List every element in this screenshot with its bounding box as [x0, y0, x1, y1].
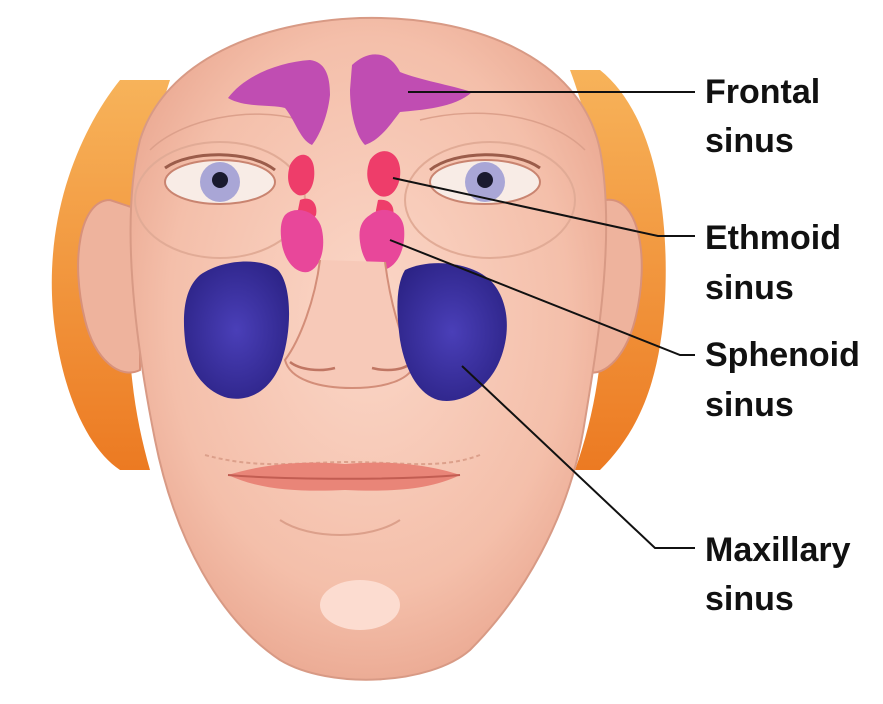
frontal-label-line2: sinus [705, 122, 794, 160]
chin-highlight [320, 580, 400, 630]
ethmoid-label-line2: sinus [705, 269, 794, 307]
ethmoid-label-line1: Ethmoid [705, 219, 841, 257]
sphenoid-label-line1: Sphenoid [705, 336, 860, 374]
maxillary-label-line2: sinus [705, 580, 794, 618]
maxillary-label-line1: Maxillary [705, 531, 851, 569]
sphenoid-label-line2: sinus [705, 386, 794, 424]
frontal-label-line1: Frontal [705, 73, 820, 111]
